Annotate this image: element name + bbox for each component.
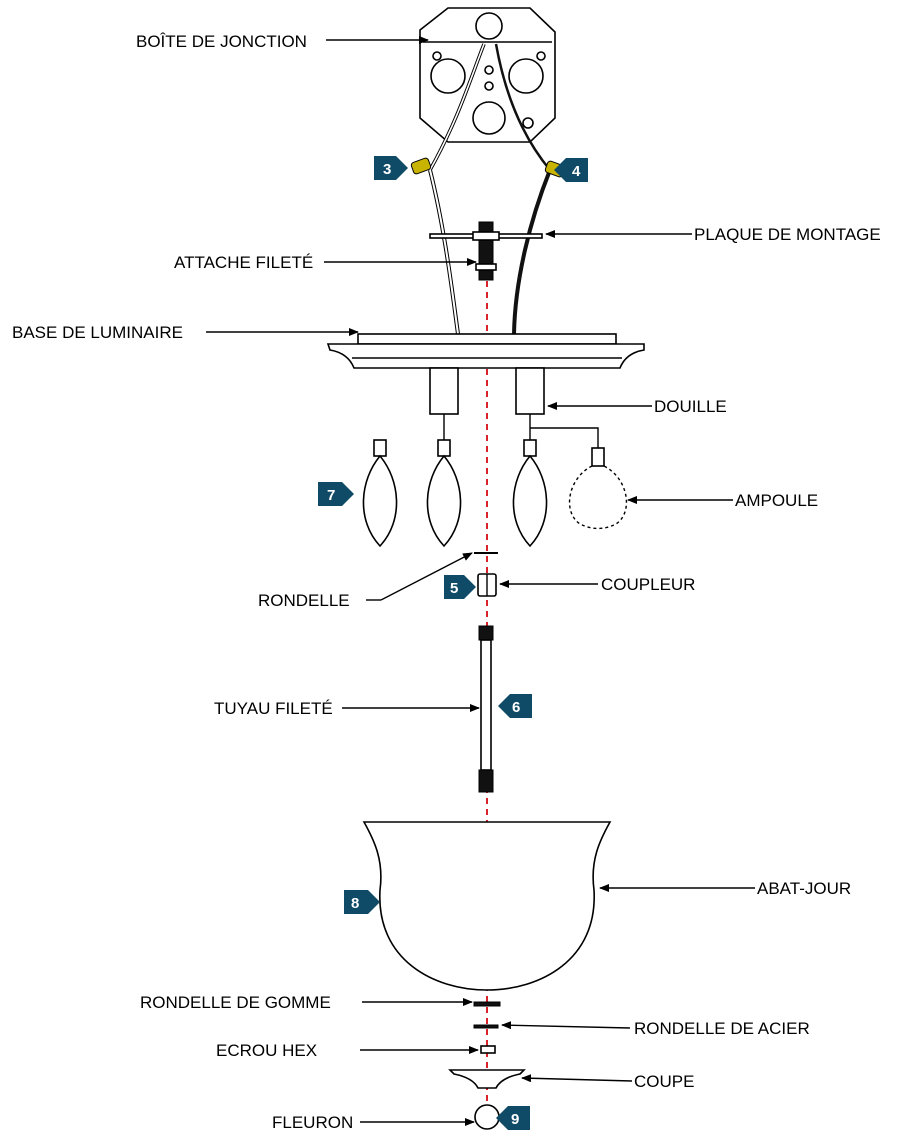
svg-text:7: 7: [327, 487, 335, 504]
label-junction-box: BOÎTE DE JONCTION: [136, 32, 307, 51]
svg-text:4: 4: [572, 163, 581, 180]
hex-nut-part: [480, 1045, 496, 1054]
black-wire: [494, 43, 552, 335]
wire-nut-left: [410, 157, 432, 175]
junction-box: [419, 7, 556, 143]
label-cup: COUPE: [634, 1072, 694, 1091]
fixture-base: [326, 333, 645, 415]
svg-text:3: 3: [383, 161, 391, 178]
svg-text:5: 5: [450, 580, 458, 597]
step-badge-5: 5: [444, 575, 476, 599]
mounting-plate: [429, 221, 543, 281]
label-threaded-pipe: TUYAU FILETÉ: [214, 699, 333, 718]
label-rubber-washer: RONDELLE DE GOMME: [140, 993, 331, 1012]
label-washer: RONDELLE: [258, 591, 350, 610]
bulb-2: [426, 439, 462, 548]
finial-part: [474, 1104, 500, 1130]
bulb-globe: [568, 447, 628, 530]
label-bulb: AMPOULE: [735, 491, 818, 510]
bulb-1: [362, 439, 398, 548]
label-coupler: COUPLEUR: [601, 575, 695, 594]
step-badge-8: 8: [344, 890, 380, 914]
svg-text:8: 8: [351, 895, 359, 912]
rubber-washer-part: [473, 1001, 501, 1007]
white-wire: [428, 43, 486, 335]
label-mounting-plate: PLAQUE DE MONTAGE: [694, 225, 881, 244]
step-badge-7: 7: [318, 482, 354, 506]
step-badge-9: 9: [496, 1106, 530, 1130]
threaded-pipe-part: [478, 625, 494, 793]
label-hex-nut: ECROU HEX: [216, 1041, 317, 1060]
svg-text:9: 9: [511, 1111, 519, 1128]
label-steel-washer: RONDELLE DE ACIER: [634, 1019, 810, 1038]
shade-part: [362, 821, 612, 991]
label-fixture-base: BASE DE LUMINAIRE: [12, 323, 183, 342]
label-socket: DOUILLE: [654, 397, 727, 416]
svg-text:6: 6: [512, 699, 520, 716]
bulb-3: [512, 439, 548, 548]
steel-washer-part: [473, 1024, 499, 1029]
step-badge-6: 6: [498, 694, 532, 718]
label-threaded-fastener: ATTACHE FILETÉ: [174, 253, 313, 272]
step-badge-4: 4: [554, 158, 588, 182]
label-finial: FLEURON: [272, 1113, 353, 1132]
step-badge-3: 3: [374, 156, 408, 180]
label-shade: ABAT-JOUR: [757, 879, 851, 898]
cup-part: [448, 1069, 526, 1089]
